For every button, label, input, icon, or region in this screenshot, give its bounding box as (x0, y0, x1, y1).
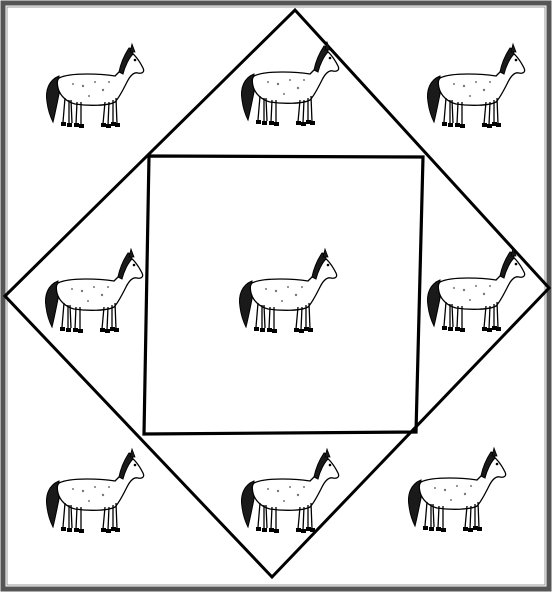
horse-icon (428, 44, 525, 128)
horse-icon (428, 248, 525, 332)
horse-icon (46, 249, 143, 333)
horse-icon (47, 44, 144, 128)
horse-icon (242, 449, 339, 533)
horses-group (46, 42, 525, 533)
horse-icon (240, 249, 337, 333)
horse-icon (47, 449, 144, 533)
horse-icon (242, 42, 339, 126)
horse-icon (409, 448, 506, 532)
